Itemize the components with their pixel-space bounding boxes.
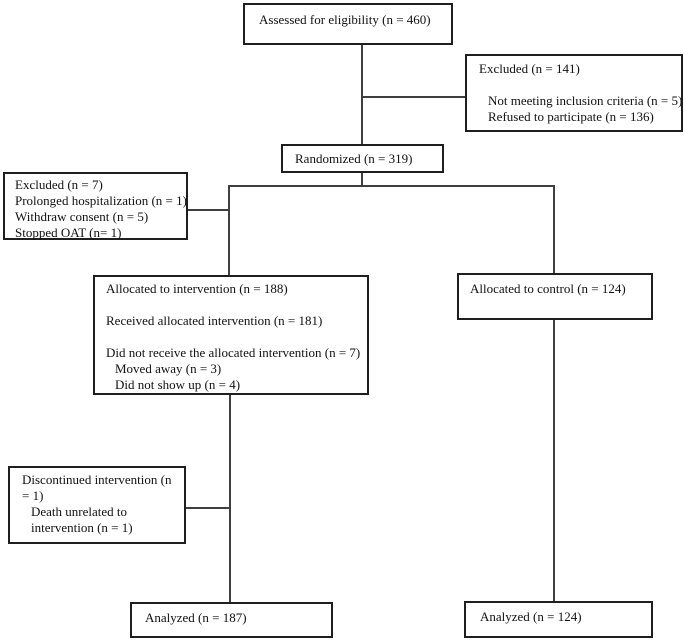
box-analyzed-control: Analyzed (n = 124) [464, 601, 653, 638]
connector-assessed-to-randomized [361, 45, 363, 145]
connector-branch-to-intervention [228, 186, 230, 276]
analyzed-control-text: Analyzed (n = 124) [480, 609, 582, 624]
box-allocated-control: Allocated to control (n = 124) [457, 273, 653, 320]
connector-control-to-analyzed [553, 319, 555, 602]
excluded-left-reason-2: Withdraw consent (n = 5) [15, 209, 149, 224]
discontinued-title: Discontinued intervention (n = 1) [22, 472, 172, 503]
intervention-received: Received allocated intervention (n = 181… [106, 313, 323, 328]
box-randomized: Randomized (n = 319) [281, 144, 444, 173]
box-discontinued: Discontinued intervention (n = 1) Death … [8, 466, 186, 544]
randomized-text: Randomized (n = 319) [295, 151, 413, 166]
excluded-right-reason-1: Not meeting inclusion criteria (n = 5) [488, 93, 683, 108]
excluded-right-reason-2: Refused to participate (n = 136) [488, 109, 654, 124]
connector-intervention-to-analyzed [229, 394, 231, 603]
connector-to-excluded-left [187, 209, 229, 211]
box-assessed: Assessed for eligibility (n = 460) [243, 3, 453, 45]
box-analyzed-intervention: Analyzed (n = 187) [130, 602, 333, 638]
connector-randomized-to-branch [361, 172, 363, 187]
intervention-moved-away: Moved away (n = 3) [115, 361, 222, 376]
connector-to-discontinued [185, 507, 230, 509]
intervention-not-received: Did not receive the allocated interventi… [106, 345, 361, 360]
box-allocated-intervention: Allocated to intervention (n = 188) Rece… [93, 275, 369, 395]
intervention-title: Allocated to intervention (n = 188) [106, 281, 288, 296]
connector-branch-horizontal [228, 185, 555, 187]
connector-to-excluded-right [362, 96, 465, 98]
connector-branch-to-control [553, 186, 555, 274]
control-text: Allocated to control (n = 124) [470, 281, 626, 296]
excluded-left-reason-1: Prolonged hospitalization (n = 1) [15, 193, 187, 208]
box-excluded-right: Excluded (n = 141) Not meeting inclusion… [465, 54, 683, 132]
excluded-left-title: Excluded (n = 7) [15, 177, 103, 192]
assessed-text: Assessed for eligibility (n = 460) [259, 12, 431, 27]
excluded-left-reason-3: Stopped OAT (n= 1) [15, 225, 122, 240]
excluded-right-title: Excluded (n = 141) [479, 61, 580, 76]
discontinued-reason: Death unrelated to intervention (n = 1) [31, 504, 133, 535]
intervention-no-show: Did not show up (n = 4) [115, 377, 241, 392]
box-excluded-left: Excluded (n = 7) Prolonged hospitalizati… [3, 172, 188, 240]
analyzed-intervention-text: Analyzed (n = 187) [145, 610, 247, 625]
